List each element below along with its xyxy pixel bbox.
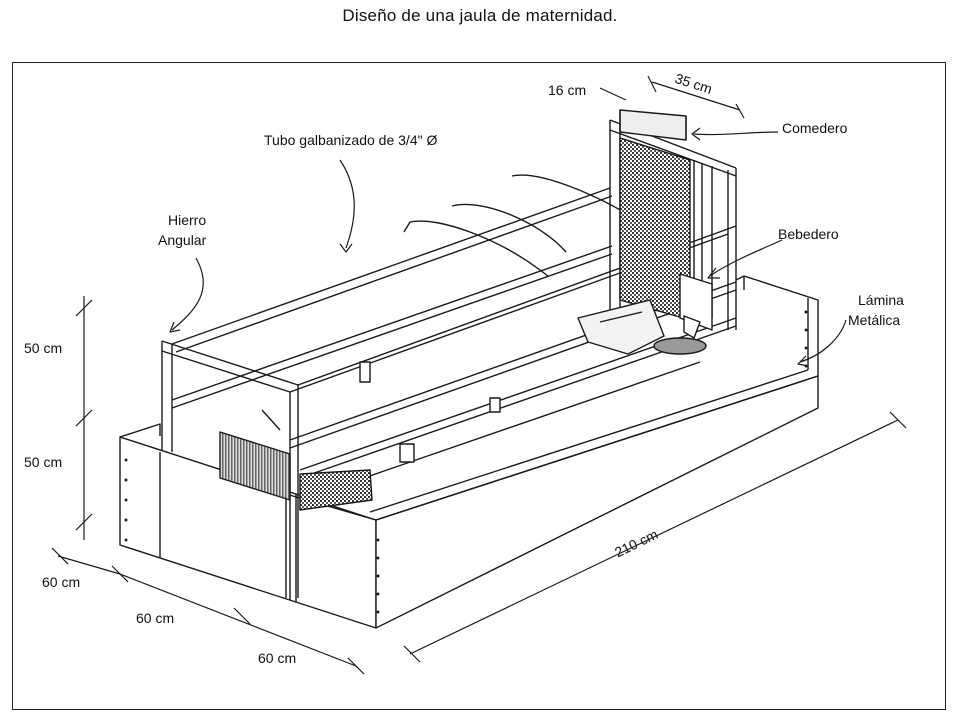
label-hierro-2: Angular — [158, 232, 207, 248]
dimension-lines — [51, 75, 907, 675]
label-lamina-1: Lámina — [858, 292, 904, 308]
dim-width-60-b: 60 cm — [136, 610, 175, 626]
drinker — [653, 273, 713, 355]
feed-trough — [577, 299, 665, 355]
leader-lines — [169, 127, 847, 367]
dim-height-lower: 50 cm — [24, 454, 63, 470]
label-hierro-1: Hierro — [168, 212, 207, 228]
dim-height-upper: 50 cm — [24, 340, 63, 356]
feeder — [619, 109, 687, 141]
label-comedero: Comedero — [782, 120, 848, 136]
label-lamina-2: Metálica — [848, 312, 901, 328]
dim-16cm: 16 cm — [548, 82, 587, 98]
diagram-frame — [12, 62, 946, 710]
front-mesh-panel — [299, 469, 373, 511]
diagram-title: Diseño de una jaula de maternidad. — [342, 6, 618, 25]
label-bebedero: Bebedero — [778, 226, 839, 242]
rivets — [124, 310, 808, 614]
dim-width-60-c: 60 cm — [258, 650, 297, 666]
metal-sheet-box — [119, 275, 819, 629]
dim-width-60-a: 60 cm — [42, 574, 81, 590]
label-tubo: Tubo galbanizado de 3/4" Ø — [264, 132, 438, 148]
